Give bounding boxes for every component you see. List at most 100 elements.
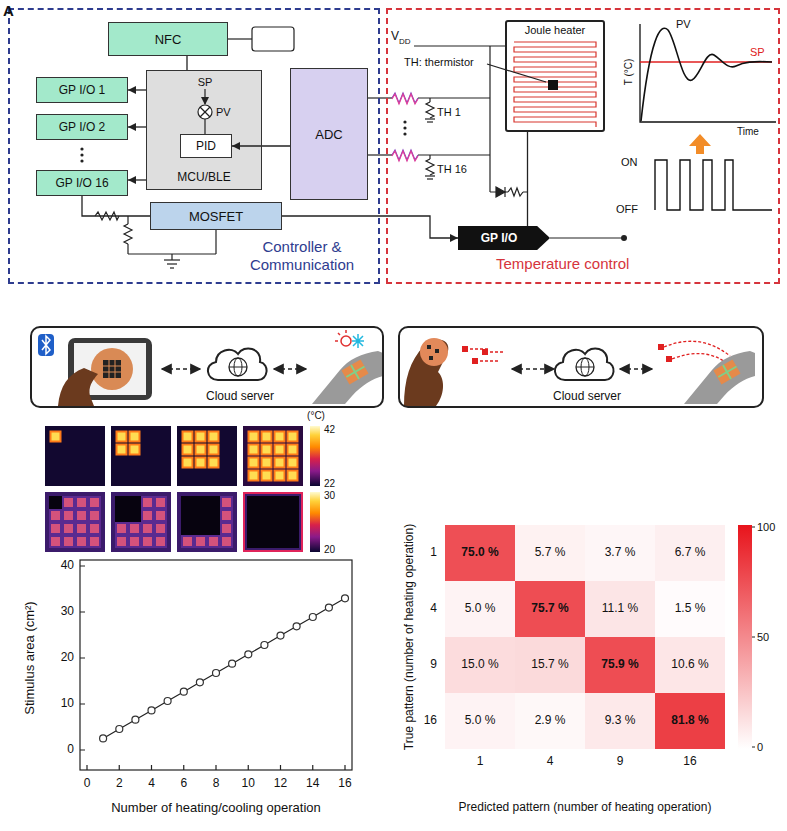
label-text: 15.7 % bbox=[531, 657, 568, 671]
label-text: 0 bbox=[757, 741, 763, 753]
pid-box: PID bbox=[180, 134, 232, 158]
thermal-images bbox=[247, 496, 299, 548]
label-slot: TH 16 bbox=[437, 163, 467, 176]
node-text: GP I/O 1 bbox=[59, 83, 105, 97]
area-line-chart bbox=[80, 566, 85, 750]
label-text: 30 bbox=[61, 604, 74, 618]
cloud-icons bbox=[666, 356, 672, 362]
temperature-circuit bbox=[427, 121, 433, 122]
cloud-icons bbox=[103, 360, 121, 378]
controller-circuit bbox=[80, 159, 83, 162]
cloud-icons bbox=[38, 334, 54, 356]
temperature-graph bbox=[655, 160, 772, 210]
confusion-matrix bbox=[445, 581, 515, 637]
thermal-images bbox=[181, 430, 220, 469]
temperature-circuit bbox=[403, 120, 406, 123]
label-text: 5.7 % bbox=[535, 545, 566, 559]
label-slot: 10.6 % bbox=[671, 658, 708, 672]
node-text-slot: Temperature control bbox=[496, 255, 629, 272]
label-slot: 16 bbox=[683, 755, 696, 769]
label-slot: 20 bbox=[61, 651, 74, 665]
temperature-circuit bbox=[368, 154, 392, 155]
label-text: 81.8 % bbox=[671, 713, 708, 727]
cloud-icons bbox=[91, 348, 133, 390]
node-text: Temperature control bbox=[496, 255, 629, 272]
thermal-images bbox=[49, 496, 101, 548]
label-text: 40 bbox=[61, 558, 74, 572]
label-text: Time bbox=[737, 126, 759, 137]
label-text: 5.0 % bbox=[465, 601, 496, 615]
confusion-matrix bbox=[655, 693, 725, 749]
thermal-images bbox=[244, 493, 302, 551]
controller-circuit bbox=[146, 70, 262, 190]
confusion-matrix bbox=[445, 693, 515, 749]
label-slot: PV bbox=[216, 106, 231, 119]
temperature-circuit bbox=[550, 237, 621, 238]
node-text: NFC bbox=[155, 32, 182, 47]
temperature-circuit bbox=[368, 97, 392, 98]
controller-circuit bbox=[204, 89, 205, 104]
temperature-circuit bbox=[368, 42, 627, 241]
label-slot: 10 bbox=[61, 697, 74, 711]
cloud-icons bbox=[427, 345, 431, 349]
area-line-chart bbox=[100, 595, 349, 742]
area-line-chart bbox=[245, 651, 252, 658]
label-text: 20 bbox=[61, 650, 74, 664]
label-slot: OFF bbox=[616, 203, 638, 216]
label-slot: 0 bbox=[84, 777, 91, 791]
confusion-matrix bbox=[515, 637, 585, 693]
temperature-circuit bbox=[487, 64, 546, 82]
controller-circuit bbox=[167, 263, 177, 264]
label-text: SP bbox=[198, 76, 213, 88]
label-text: 16 bbox=[683, 754, 696, 768]
label-text: 2.9 % bbox=[535, 713, 566, 727]
label-slot: 16 bbox=[424, 714, 437, 728]
label-slot: 15.7 % bbox=[531, 658, 568, 672]
label-slot: 9 bbox=[430, 658, 437, 672]
controller-circuit bbox=[80, 153, 83, 156]
label-text: 2 bbox=[116, 776, 123, 790]
thermal-images bbox=[243, 492, 303, 552]
label-slot: 9.3 % bbox=[605, 714, 636, 728]
label-slot: T (°C) bbox=[623, 59, 635, 86]
node-text: GP I/O bbox=[481, 231, 517, 245]
label-slot: Time bbox=[737, 126, 759, 138]
cloud-icons bbox=[472, 358, 478, 364]
label-slot: 5.7 % bbox=[535, 546, 566, 560]
label-slot: Number of heating/cooling operation bbox=[111, 801, 321, 816]
label-slot: 100 bbox=[757, 521, 775, 534]
label-text: OFF bbox=[616, 203, 638, 215]
thermal-images bbox=[115, 430, 141, 456]
area-line-chart bbox=[132, 716, 139, 723]
cloud-icons bbox=[620, 368, 652, 370]
cloud-icons bbox=[684, 351, 755, 404]
connector bbox=[82, 196, 150, 216]
confusion-matrix bbox=[515, 525, 585, 581]
label-slot: 6 bbox=[180, 777, 187, 791]
connector bbox=[128, 89, 146, 90]
label-slot: SP bbox=[198, 76, 213, 89]
controller-panel: Controller & CommunicationNFCGP I/O 1GP … bbox=[8, 8, 380, 284]
temperature-circuit bbox=[418, 97, 490, 98]
thermal-images bbox=[45, 426, 320, 552]
label-text: 16 bbox=[424, 713, 437, 727]
connector bbox=[527, 132, 528, 226]
label-text: 15.0 % bbox=[461, 657, 498, 671]
label-slot: 15.0 % bbox=[461, 658, 498, 672]
label-slot: 2.9 % bbox=[535, 714, 566, 728]
label-text: 6 bbox=[180, 776, 187, 790]
area-line-chart bbox=[180, 688, 187, 695]
area-line-chart bbox=[342, 595, 349, 602]
confusion-matrix bbox=[445, 525, 755, 753]
thermal-images bbox=[177, 492, 237, 552]
temperature-circuit bbox=[414, 45, 505, 46]
controller-circuit bbox=[127, 244, 128, 254]
label-slot: TH 1 bbox=[437, 106, 461, 119]
label-slot: 9 bbox=[617, 755, 624, 769]
label-slot: A bbox=[3, 2, 14, 19]
controller-circuit bbox=[170, 267, 174, 268]
temperature-graph bbox=[689, 134, 711, 154]
node-text: GP I/O 2 bbox=[59, 120, 105, 134]
cloud-icons bbox=[208, 348, 267, 380]
label-slot: 8 bbox=[213, 777, 220, 791]
